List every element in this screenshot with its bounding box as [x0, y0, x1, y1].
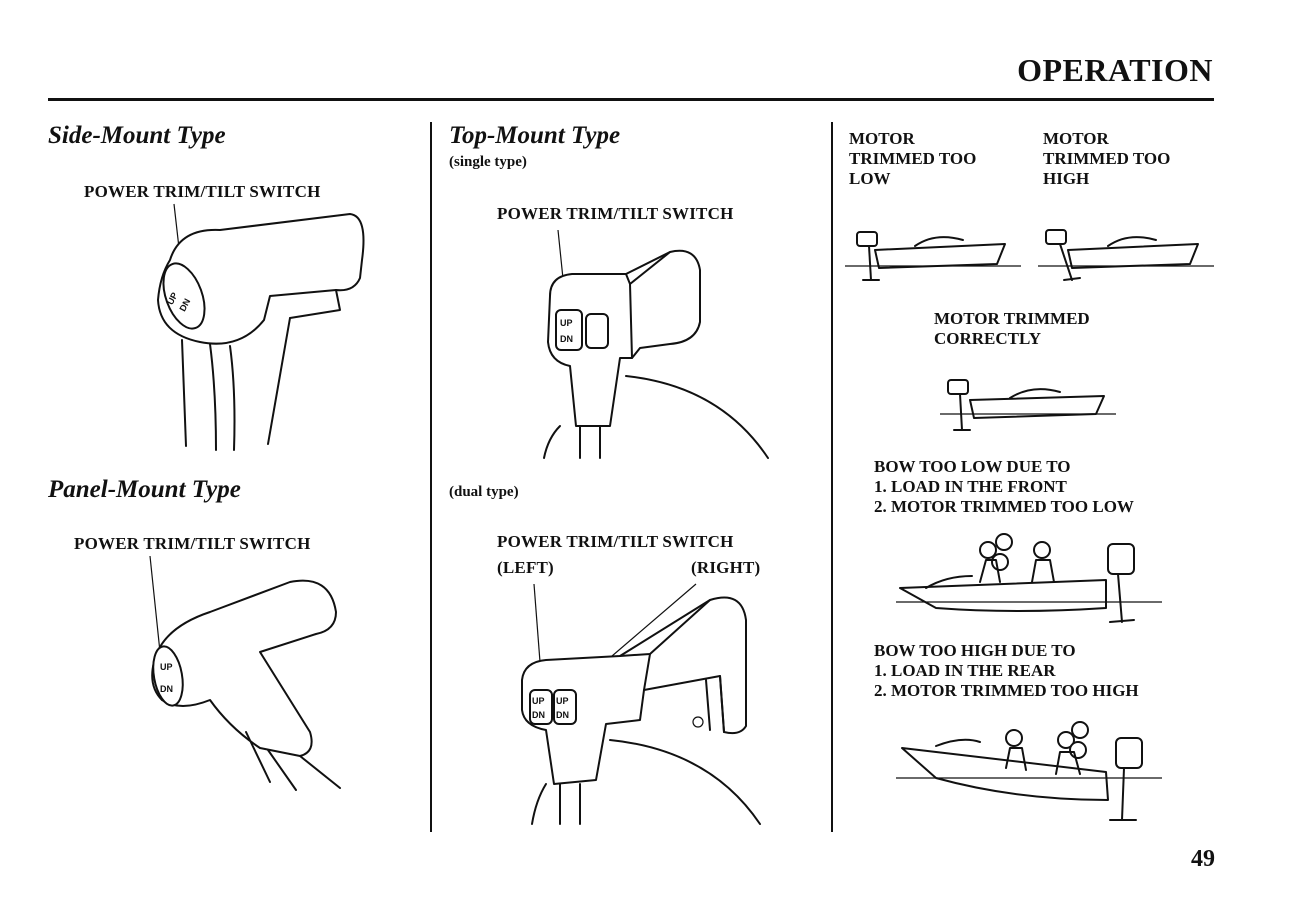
single-dn-button[interactable]: DN — [560, 334, 573, 344]
top-mount-title: Top-Mount Type — [449, 122, 621, 149]
single-up-button[interactable]: UP — [560, 318, 573, 328]
top-mount-single-illustration: UP DN — [543, 229, 769, 459]
caption-trimmed-too-low: MOTOR TRIMMED TOO LOW — [849, 129, 977, 188]
dual-left-dn-button[interactable]: DN — [532, 710, 545, 720]
single-type-label: (single type) — [449, 154, 527, 170]
dual-left-label: (LEFT) — [497, 558, 554, 577]
caption-trimmed-correctly: MOTOR TRIMMED CORRECTLY — [934, 309, 1090, 348]
column-divider-left — [430, 122, 432, 832]
panel-mount-title: Panel-Mount Type — [48, 476, 241, 503]
column-divider-right — [831, 122, 833, 832]
boat-trimmed-too-low — [845, 231, 1021, 281]
boat-bow-too-low — [896, 533, 1162, 623]
side-mount-title: Side-Mount Type — [48, 122, 226, 149]
caption-trimmed-too-high: MOTOR TRIMMED TOO HIGH — [1043, 129, 1171, 188]
single-switch-label: POWER TRIM/TILT SWITCH — [497, 204, 734, 223]
boat-trimmed-too-high — [1038, 229, 1214, 281]
panel-mount-dn-button[interactable]: DN — [160, 684, 173, 694]
dual-type-label: (dual type) — [449, 484, 519, 500]
boat-bow-too-high — [896, 721, 1162, 821]
caption-bow-too-high: BOW TOO HIGH DUE TO 1. LOAD IN THE REAR … — [874, 641, 1139, 700]
dual-right-dn-button[interactable]: DN — [556, 710, 569, 720]
dual-switch-label: POWER TRIM/TILT SWITCH — [497, 532, 734, 551]
header-rule — [48, 98, 1214, 101]
side-mount-control-illustration: UP DN — [157, 203, 365, 451]
boat-trimmed-correctly — [940, 379, 1116, 431]
page-title: OPERATION — [1017, 52, 1213, 88]
caption-bow-too-low: BOW TOO LOW DUE TO 1. LOAD IN THE FRONT … — [874, 457, 1134, 516]
panel-mount-control-illustration: UP DN — [149, 555, 341, 791]
panel-mount-up-button[interactable]: UP — [160, 662, 173, 672]
dual-left-up-button[interactable]: UP — [532, 696, 545, 706]
panel-mount-switch-label: POWER TRIM/TILT SWITCH — [74, 534, 311, 553]
page-number: 49 — [1191, 846, 1215, 872]
dual-right-label: (RIGHT) — [691, 558, 761, 577]
dual-right-up-button[interactable]: UP — [556, 696, 569, 706]
side-mount-switch-label: POWER TRIM/TILT SWITCH — [84, 182, 321, 201]
top-mount-dual-illustration: UP DN UP DN — [521, 583, 761, 825]
